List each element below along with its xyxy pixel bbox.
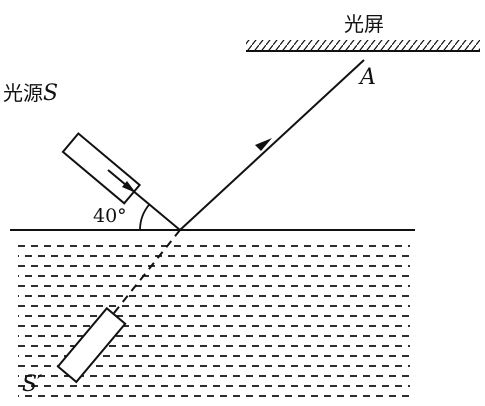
screen-label: 光屏 [344, 12, 384, 36]
virtual-ray [109, 229, 181, 319]
virtual-image-label: S′ [22, 372, 42, 397]
screen-hatching [246, 40, 480, 51]
reflected-ray [179, 59, 365, 231]
angle-arc [139, 203, 151, 231]
point-a-label: A [358, 65, 376, 90]
incident-ray-arrow [122, 181, 136, 193]
light-source-label: 光源S [3, 81, 58, 106]
light-source [61, 132, 142, 205]
virtual-image-source [56, 306, 127, 384]
incident-ray [107, 169, 181, 231]
reflected-ray-arrow [255, 138, 272, 151]
angle-label: 40° [93, 205, 127, 227]
light-screen [246, 40, 480, 52]
